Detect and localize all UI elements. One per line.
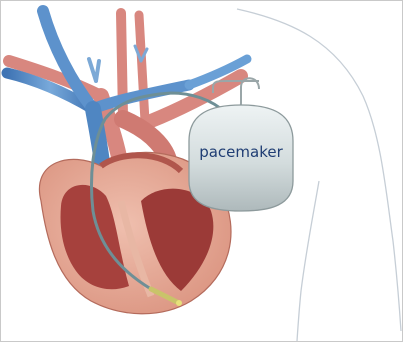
pacemaker-device: pacemaker [189, 105, 293, 211]
pacemaker-label: pacemaker [199, 143, 283, 161]
lead-electrode [176, 300, 182, 306]
chest-outline [297, 181, 319, 341]
